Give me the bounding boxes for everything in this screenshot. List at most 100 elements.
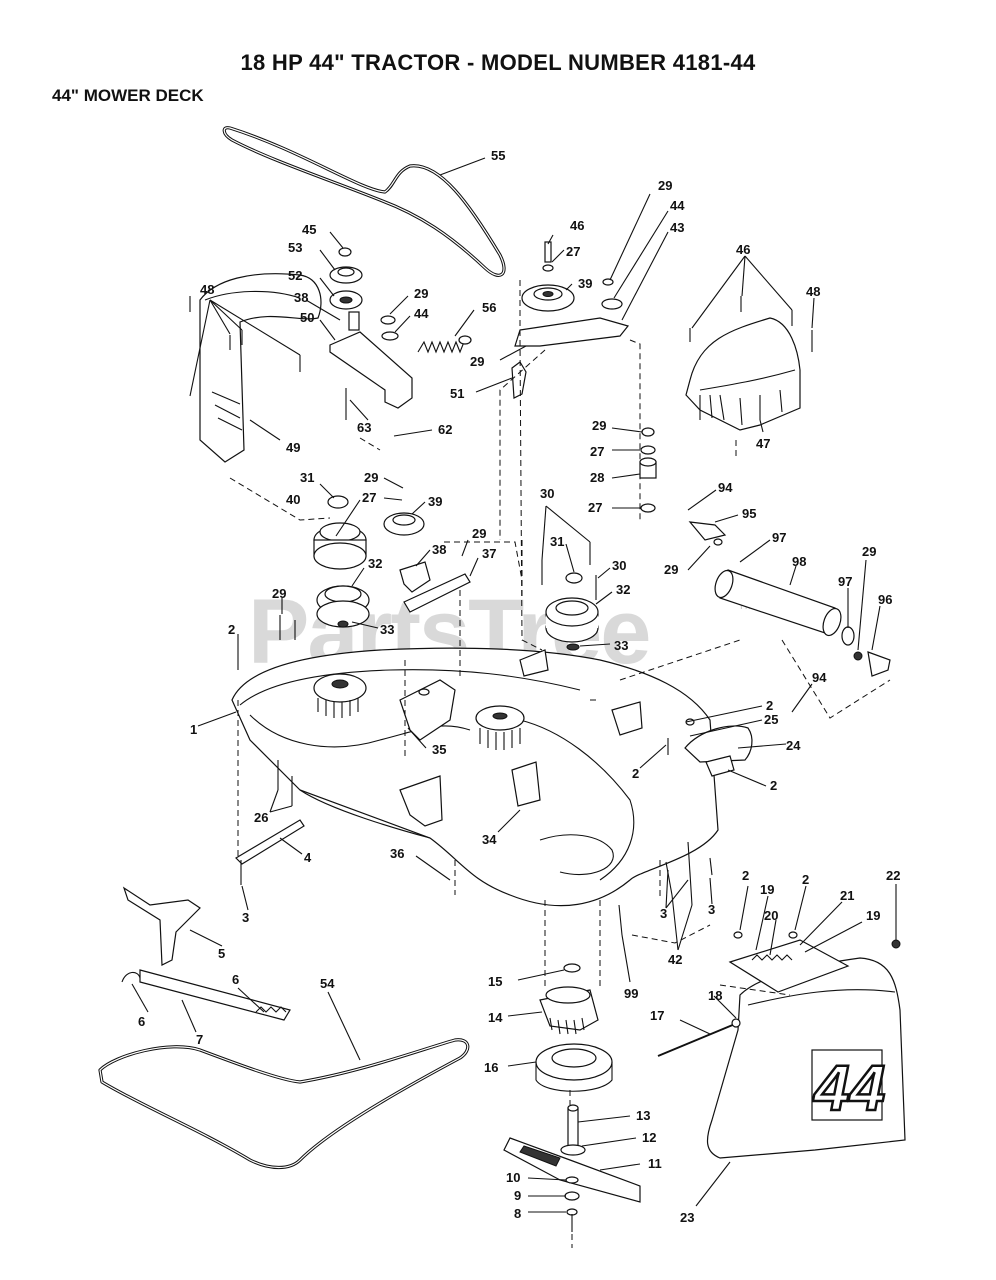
callout-32: 32 [616,582,630,597]
callout-46: 46 [736,242,750,257]
callout-98: 98 [792,554,806,569]
callout-3: 3 [708,902,715,917]
callout-63: 63 [357,420,371,435]
callout-29: 29 [592,418,606,433]
callout-96: 96 [878,592,892,607]
callout-44: 44 [670,198,685,213]
callout-28: 28 [590,470,604,485]
callout-37: 37 [482,546,496,561]
callout-54: 54 [320,976,335,991]
callout-17: 17 [650,1008,664,1023]
spindle-assembly [535,963,613,1092]
decal-44: 44 [812,1052,885,1124]
page-title: 18 HP 44" TRACTOR - MODEL NUMBER 4181-44 [240,50,756,75]
callout-27: 27 [588,500,602,515]
callout-30: 30 [612,558,626,573]
callout-29: 29 [862,544,876,559]
callout-51: 51 [450,386,464,401]
callout-25: 25 [764,712,778,727]
callout-leader-lines [131,157,897,1213]
deflector-rod [657,1018,741,1057]
callout-2: 2 [802,872,809,887]
callout-27: 27 [362,490,376,505]
callout-19: 19 [866,908,880,923]
left-idler-bracket-assembly [329,247,413,420]
callout-12: 12 [642,1130,656,1145]
callout-14: 14 [488,1010,503,1025]
callout-9: 9 [514,1188,521,1203]
deflector-hinge-bracket [728,931,901,993]
pulley-right-32 [541,542,599,651]
callout-39: 39 [578,276,592,291]
callout-31: 31 [550,534,564,549]
callout-29: 29 [364,470,378,485]
callout-29: 29 [470,354,484,369]
callout-29: 29 [272,586,286,601]
callout-48: 48 [806,284,820,299]
left-lower-brackets [235,615,305,885]
callout-2: 2 [228,622,235,637]
callout-27: 27 [590,444,604,459]
spacer-stack [639,427,657,513]
callout-45: 45 [302,222,316,237]
callout-numbers: 55 45 53 52 38 50 29 44 56 46 27 39 29 4… [138,148,900,1225]
bracket-5 [122,886,201,966]
callout-33: 33 [380,622,394,637]
callout-53: 53 [288,240,302,255]
callout-21: 21 [840,888,854,903]
callout-15: 15 [488,974,502,989]
callout-16: 16 [484,1060,498,1075]
callout-47: 47 [756,436,770,451]
callout-55: 55 [491,148,505,163]
callout-7: 7 [196,1032,203,1047]
callout-2: 2 [766,698,773,713]
callout-29: 29 [664,562,678,577]
callout-32: 32 [368,556,382,571]
callout-46: 46 [570,218,584,233]
callout-40: 40 [286,492,300,507]
discharge-deflector-23: 44 [706,957,906,1159]
callout-8: 8 [514,1206,521,1221]
callout-52: 52 [288,268,302,283]
callout-33: 33 [614,638,628,653]
callout-4: 4 [304,850,312,865]
callout-2: 2 [742,868,749,883]
callout-38: 38 [432,542,446,557]
callout-35: 35 [432,742,446,757]
callout-62: 62 [438,422,452,437]
callout-1: 1 [190,722,197,737]
callout-2: 2 [632,766,639,781]
callout-43: 43 [670,220,684,235]
idler-arm-assembly [511,241,630,399]
deck-bracket-24 [667,718,753,777]
callout-24: 24 [786,738,801,753]
hook-99 [618,904,623,936]
callout-3: 3 [660,906,667,921]
callout-20: 20 [764,908,778,923]
callout-97: 97 [772,530,786,545]
callout-5: 5 [218,946,225,961]
blade-11 [503,1137,641,1203]
callout-48: 48 [200,282,214,297]
callout-27: 27 [566,244,580,259]
pulley-group-left [313,495,471,628]
callout-6: 6 [232,972,239,987]
callout-50: 50 [300,310,314,325]
callout-94: 94 [718,480,733,495]
callout-31: 31 [300,470,314,485]
callout-19: 19 [760,882,774,897]
callout-94: 94 [812,670,827,685]
lower-belt-54 [98,1038,470,1170]
section-subtitle: 44" MOWER DECK [52,86,204,105]
callout-42: 42 [668,952,682,967]
lift-links-42 [665,841,713,906]
right-belt-cover-47 [685,296,813,431]
anti-scalp-roller [688,521,891,677]
spindle-shaft [560,1104,586,1156]
callout-2: 2 [770,778,777,793]
callout-34: 34 [482,832,497,847]
callout-6: 6 [138,1014,145,1029]
callout-95: 95 [742,506,756,521]
callout-44: 44 [414,306,429,321]
